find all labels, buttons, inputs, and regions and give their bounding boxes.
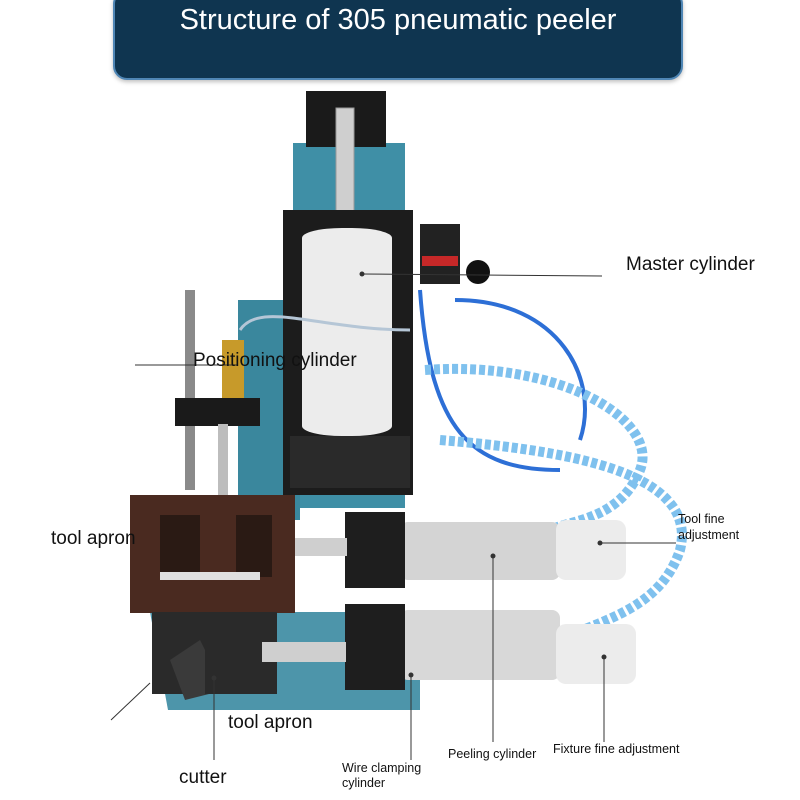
label-tool-apron-left: tool apron — [51, 528, 136, 549]
leader-dot-cutter — [211, 675, 217, 681]
leader-dot-peeling — [490, 553, 496, 559]
master-cylinder-base — [290, 436, 410, 488]
label-fixture-fine-adjustment: Fixture fine adjustment — [553, 742, 680, 756]
tool-apron-blade — [160, 572, 260, 580]
leader-dot-fixture — [601, 654, 607, 660]
regulator-red-band — [422, 256, 458, 266]
label-tool-fine-adjustment-line2: adjustment — [678, 528, 740, 542]
air-tube-1 — [418, 289, 561, 472]
title-banner — [113, 0, 683, 80]
spiral-wrap-1 — [424, 363, 648, 535]
piston-rod — [335, 107, 355, 219]
label-wire-clamping-cylinder-line2: cylinder — [342, 776, 386, 790]
tool-apron-slot-b — [236, 515, 272, 577]
regulator-gauge — [466, 260, 490, 284]
clamping-cylinder-back — [556, 624, 636, 684]
air-tube-2 — [454, 298, 587, 441]
tool-apron-slot-a — [160, 515, 200, 577]
clamping-cylinder-rod — [262, 642, 346, 662]
positioning-bracket — [175, 398, 260, 426]
diagram-title: Structure of 305 pneumatic peeler — [179, 4, 617, 36]
peeling-cylinder-rod — [295, 538, 347, 556]
peeling-cylinder-back — [556, 520, 626, 580]
leader-dot-clamping — [408, 672, 414, 678]
label-master-cylinder: Master cylinder — [626, 254, 755, 275]
master-cylinder-body — [302, 228, 392, 436]
positioning-cylinder-body — [222, 340, 244, 400]
peeling-cylinder-endcap — [345, 512, 405, 588]
positioning-shaft — [218, 424, 228, 524]
label-cutter: cutter — [179, 767, 227, 788]
leader-dot-master — [359, 271, 365, 277]
clamping-cylinder-body — [400, 610, 560, 680]
label-tool-fine-adjustment-line1: Tool fine — [678, 512, 725, 526]
label-positioning-cylinder: Positioning cylinder — [193, 350, 357, 371]
leader-master-cylinder — [361, 273, 603, 277]
leader-dot-tool-fine — [597, 540, 603, 546]
clamping-cylinder-endcap — [345, 604, 405, 690]
air-tube-3 — [238, 315, 411, 332]
label-peeling-cylinder: Peeling cylinder — [448, 747, 537, 761]
guide-rod — [185, 290, 195, 490]
leader-cutter-diagonal — [110, 682, 151, 721]
pressure-regulator — [420, 224, 460, 284]
spiral-wrap-2 — [439, 435, 687, 645]
peeling-cylinder-body — [400, 522, 560, 580]
label-tool-apron-bottom: tool apron — [228, 712, 313, 733]
label-wire-clamping-cylinder-line1: Wire clamping — [342, 761, 422, 775]
